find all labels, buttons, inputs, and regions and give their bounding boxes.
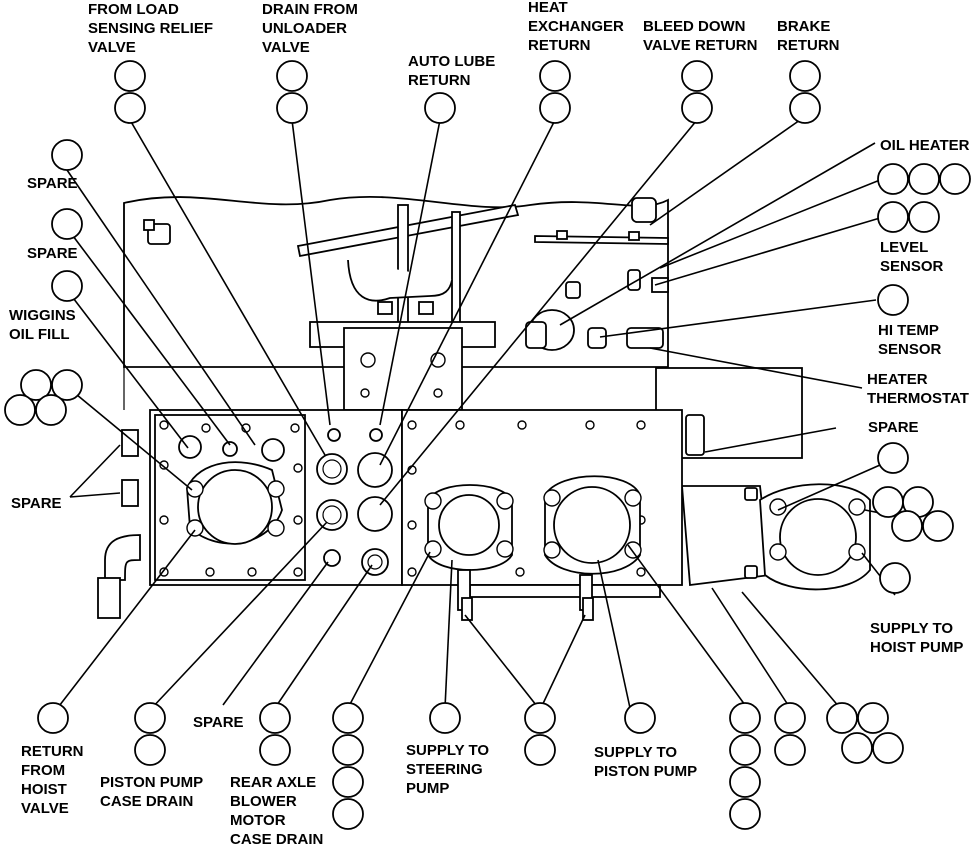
callout-bubble xyxy=(276,92,308,124)
callout-bubble xyxy=(774,734,806,766)
label-from-load-sensing-relief-valve: FROM LOAD SENSING RELIEF VALVE xyxy=(88,1,217,56)
label-supply-to-piston-pump: SUPPLY TO PISTON PUMP xyxy=(594,744,697,780)
callout-bubble xyxy=(841,732,873,764)
callout-bubble xyxy=(35,394,67,426)
callout-bubble xyxy=(276,60,308,92)
callout-bubble xyxy=(332,734,364,766)
callout-bubble xyxy=(872,732,904,764)
callout-bubble xyxy=(134,702,166,734)
labels: FROM LOAD SENSING RELIEF VALVE DRAIN FRO… xyxy=(9,0,970,845)
label-spare-2: SPARE xyxy=(27,245,78,262)
sensor-bracket xyxy=(296,203,669,411)
callout-bubble xyxy=(729,734,761,766)
callout-bubble xyxy=(114,92,146,124)
label-spare-bottom: SPARE xyxy=(193,714,244,731)
label-wiggins-oil-fill: WIGGINS OIL FILL xyxy=(9,307,80,343)
callout-bubble xyxy=(51,208,83,240)
callout-bubble xyxy=(539,60,571,92)
callout-bubble xyxy=(51,139,83,171)
callout-bubble xyxy=(37,702,69,734)
callout-bubble xyxy=(332,798,364,830)
label-oil-heater: OIL HEATER xyxy=(880,137,970,154)
label-rear-axle-blower-motor-case-drain: REAR AXLE BLOWER MOTOR CASE DRAIN xyxy=(230,774,323,845)
callout-bubble xyxy=(877,442,909,474)
callout-bubble xyxy=(922,510,954,542)
label-hi-temp-sensor: HI TEMP SENSOR xyxy=(878,322,943,358)
callout-bubble xyxy=(4,394,36,426)
callout-bubble xyxy=(51,270,83,302)
label-spare-right: SPARE xyxy=(868,419,919,436)
callout-bubble xyxy=(877,284,909,316)
callout-bubble xyxy=(908,163,940,195)
callout-bubble xyxy=(539,92,571,124)
callout-bubble xyxy=(872,486,904,518)
callout-bubble xyxy=(429,702,461,734)
heater-block xyxy=(655,367,871,591)
label-auto-lube-return: AUTO LUBE RETURN xyxy=(408,53,499,89)
callout-bubble xyxy=(908,201,940,233)
label-spare-left: SPARE xyxy=(11,495,62,512)
callout-bubble xyxy=(857,702,889,734)
callout-bubble xyxy=(259,702,291,734)
callout-bubble xyxy=(681,92,713,124)
callout-bubble xyxy=(332,702,364,734)
callout-bubble xyxy=(332,766,364,798)
callout-bubble xyxy=(879,562,911,594)
label-return-from-hoist-valve: RETURN FROM HOIST VALVE xyxy=(21,743,88,817)
callout-bubble xyxy=(524,702,556,734)
label-piston-pump-case-drain: PISTON PUMP CASE DRAIN xyxy=(100,774,207,810)
callout-bubble xyxy=(729,766,761,798)
callout-bubble xyxy=(826,702,858,734)
callout-bubble xyxy=(877,201,909,233)
label-supply-to-hoist-pump: SUPPLY TO HOIST PUMP xyxy=(870,620,963,656)
label-drain-from-unloader-valve: DRAIN FROM UNLOADER VALVE xyxy=(262,1,362,56)
callout-bubble xyxy=(729,702,761,734)
callout-bubble xyxy=(424,92,456,124)
callout-bubble xyxy=(789,92,821,124)
manifold-right xyxy=(401,409,683,621)
callout-bubble xyxy=(51,369,83,401)
callout-bubble xyxy=(681,60,713,92)
callout-bubble xyxy=(939,163,971,195)
callout-bubble xyxy=(114,60,146,92)
callout-bubble xyxy=(134,734,166,766)
label-heat-exchanger-return: HEAT EXCHANGER RETURN xyxy=(528,0,628,54)
callout-bubble xyxy=(259,734,291,766)
callout-bubble xyxy=(877,163,909,195)
callout-bubble xyxy=(524,734,556,766)
callout-bubble xyxy=(729,798,761,830)
label-spare-1: SPARE xyxy=(27,175,78,192)
label-supply-to-steering-pump: SUPPLY TO STEERING PUMP xyxy=(406,742,493,797)
callout-bubble xyxy=(774,702,806,734)
callout-bubble xyxy=(20,369,52,401)
label-bleed-down-valve-return: BLEED DOWN VALVE RETURN xyxy=(643,18,757,54)
callout-bubble xyxy=(891,510,923,542)
callout-bubbles xyxy=(4,60,971,830)
callout-bubble xyxy=(789,60,821,92)
label-heater-thermostat: HEATER THERMOSTAT xyxy=(867,371,969,407)
label-level-sensor: LEVEL SENSOR xyxy=(880,239,944,275)
callout-bubble xyxy=(624,702,656,734)
label-brake-return: BRAKE RETURN xyxy=(777,18,840,54)
